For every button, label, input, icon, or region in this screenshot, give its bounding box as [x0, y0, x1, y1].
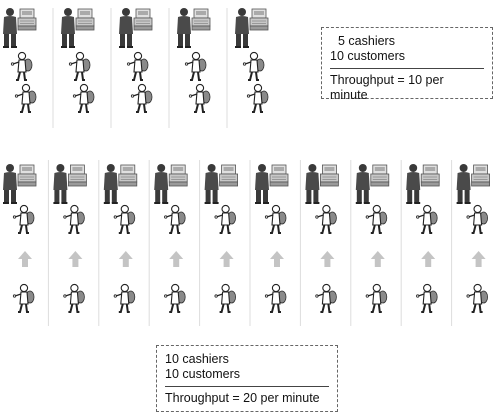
- top-throughput-label: Throughput = 10 per minute: [330, 73, 444, 102]
- customer-icon: [62, 283, 86, 313]
- customer-icon: [14, 83, 38, 113]
- cashier-icon: [3, 8, 17, 48]
- top-customers-label: 10 customers: [330, 49, 406, 63]
- customer-icon: [12, 204, 36, 234]
- cashier-icon: [119, 8, 133, 48]
- bottom-cashiers-label: 10 cashiers: [165, 352, 229, 366]
- cashier-icon: [103, 164, 118, 204]
- customer-icon: [130, 83, 153, 113]
- cashier-icon: [456, 164, 471, 204]
- customer-icon: [163, 204, 187, 234]
- cash-register-icon: [370, 164, 390, 187]
- bottom-divider: [165, 386, 329, 387]
- top-divider: [330, 68, 484, 69]
- cashier-icon: [53, 164, 68, 204]
- customer-icon: [113, 283, 136, 313]
- up-arrow-icon: [421, 251, 436, 267]
- customer-icon: [213, 204, 237, 234]
- cash-register-icon: [133, 8, 153, 31]
- cash-register-icon: [17, 164, 37, 187]
- cash-register-icon: [67, 164, 87, 187]
- cash-register-icon: [168, 164, 188, 187]
- customer-icon: [465, 283, 489, 313]
- cashier-icon: [355, 164, 370, 204]
- cash-register-icon: [319, 164, 339, 187]
- up-arrow-icon: [270, 251, 284, 267]
- cash-register-icon: [420, 164, 440, 187]
- cash-register-icon: [75, 8, 95, 31]
- customer-icon: [314, 283, 338, 313]
- customer-icon: [264, 283, 287, 313]
- top-scenario-info-box: 5 cashiers 10 customers Throughput = 10 …: [321, 27, 493, 102]
- cashier-icon: [406, 164, 421, 204]
- customer-icon: [188, 83, 211, 113]
- customer-icon: [415, 283, 439, 313]
- bottom-scenario-lanes: [3, 160, 491, 326]
- cash-register-icon: [471, 164, 491, 187]
- cash-register-icon: [219, 164, 239, 187]
- cash-register-icon: [17, 8, 37, 31]
- cashier-icon: [3, 164, 17, 204]
- customer-icon: [62, 204, 86, 234]
- cashier-icon: [305, 164, 320, 204]
- bottom-customers-label: 10 customers: [165, 367, 241, 381]
- up-arrow-icon: [118, 251, 133, 267]
- bottom-scenario-info-box: 10 cashiers 10 customers Throughput = 20…: [156, 345, 338, 412]
- up-arrow-icon: [471, 251, 486, 267]
- customer-icon: [10, 51, 34, 81]
- customer-icon: [68, 51, 91, 81]
- customer-icon: [264, 204, 287, 234]
- customer-icon: [72, 83, 95, 113]
- top-cashiers-label: 5 cashiers: [338, 34, 395, 48]
- customer-icon: [242, 51, 265, 81]
- cashier-icon: [204, 164, 219, 204]
- customer-icon: [415, 204, 439, 234]
- customer-icon: [126, 51, 149, 81]
- up-arrow-icon: [370, 251, 385, 267]
- customer-icon: [246, 83, 269, 113]
- customer-icon: [163, 283, 187, 313]
- customer-icon: [184, 51, 207, 81]
- cashier-icon: [235, 8, 249, 48]
- cashier-icon: [154, 164, 169, 204]
- top-scenario-lanes: [3, 8, 269, 128]
- cashier-icon: [177, 8, 191, 48]
- customer-icon: [113, 204, 136, 234]
- cash-register-icon: [191, 8, 211, 31]
- cash-register-icon: [118, 164, 138, 187]
- up-arrow-icon: [169, 251, 184, 267]
- cashier-icon: [61, 8, 75, 48]
- customer-icon: [465, 204, 489, 234]
- up-arrow-icon: [320, 251, 335, 267]
- customer-icon: [12, 283, 36, 313]
- customer-icon: [365, 283, 388, 313]
- cash-register-icon: [269, 164, 289, 187]
- customer-icon: [213, 283, 237, 313]
- customer-icon: [314, 204, 338, 234]
- bottom-throughput-label: Throughput = 20 per minute: [165, 391, 320, 405]
- up-arrow-icon: [219, 251, 234, 267]
- cashier-icon: [255, 164, 269, 204]
- up-arrow-icon: [18, 251, 32, 267]
- cash-register-icon: [249, 8, 269, 31]
- customer-icon: [365, 204, 388, 234]
- up-arrow-icon: [68, 251, 83, 267]
